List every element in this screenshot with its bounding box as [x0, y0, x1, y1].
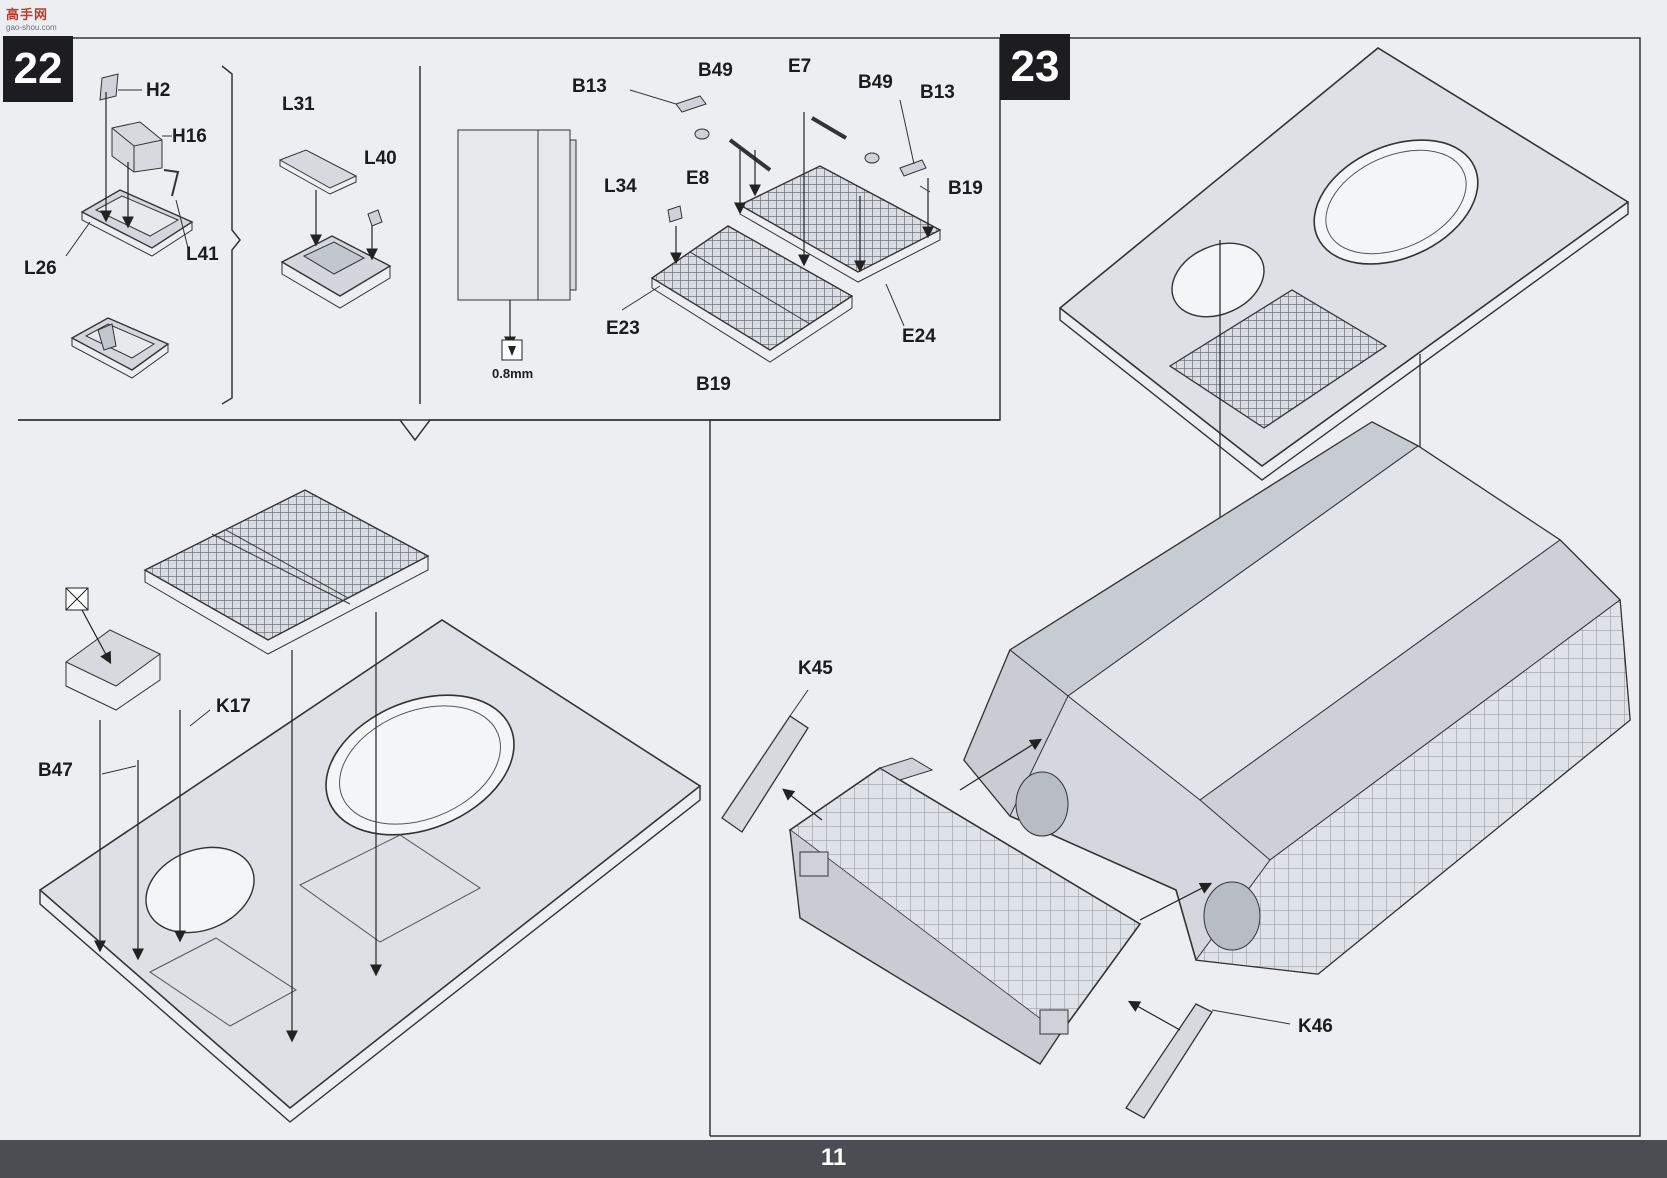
label-e23: E23	[606, 318, 640, 339]
part-h2	[99, 73, 119, 101]
label-l34: L34	[604, 176, 637, 197]
hull-body	[963, 421, 1631, 975]
label-b13-b: B13	[920, 82, 955, 103]
drill-icon	[501, 339, 523, 361]
part-h16	[111, 121, 163, 173]
label-b49-b: B49	[858, 72, 893, 93]
label-l26: L26	[24, 258, 57, 279]
step-22-badge: 22	[3, 36, 73, 102]
part-k45	[721, 715, 809, 833]
label-b49: B49	[698, 60, 733, 81]
part-e23	[650, 225, 854, 363]
label-k45: K45	[798, 658, 833, 679]
label-e8: E8	[686, 168, 710, 189]
label-h16: H16	[172, 126, 207, 147]
label-k46: K46	[1298, 1016, 1333, 1037]
label-l41: L41	[186, 244, 219, 265]
hull-top-plate-right	[1058, 47, 1630, 481]
label-b47: B47	[38, 760, 73, 781]
part-l31-assembled	[280, 235, 392, 309]
label-b13: B13	[572, 76, 607, 97]
drill-hole-icon	[65, 587, 89, 611]
step-23-badge: 23	[1000, 34, 1070, 100]
label-b19: B19	[696, 374, 731, 395]
label-k17: K17	[216, 696, 251, 717]
label-e24: E24	[902, 326, 936, 347]
hull-top-plate-left	[38, 619, 702, 1123]
page-footer: 11	[0, 1140, 1667, 1178]
label-e7: E7	[788, 56, 812, 77]
drill-size: 0.8mm	[492, 366, 534, 381]
part-k46	[1125, 1003, 1213, 1119]
page-number: 11	[820, 1144, 847, 1171]
part-l26-assembled	[70, 317, 170, 379]
label-l31: L31	[282, 94, 315, 115]
part-e23-template	[457, 129, 577, 301]
part-l31	[278, 149, 358, 195]
label-b19-b: B19	[948, 178, 983, 199]
label-l40: L40	[364, 148, 397, 169]
rear-plate-assembly	[788, 757, 1142, 1065]
part-l26	[80, 189, 194, 257]
part-box-assembly	[65, 629, 161, 711]
label-h2: H2	[146, 80, 171, 101]
grille-assembly-left	[143, 489, 430, 655]
site-watermark: 高手网 gao-shou.com	[6, 7, 57, 32]
